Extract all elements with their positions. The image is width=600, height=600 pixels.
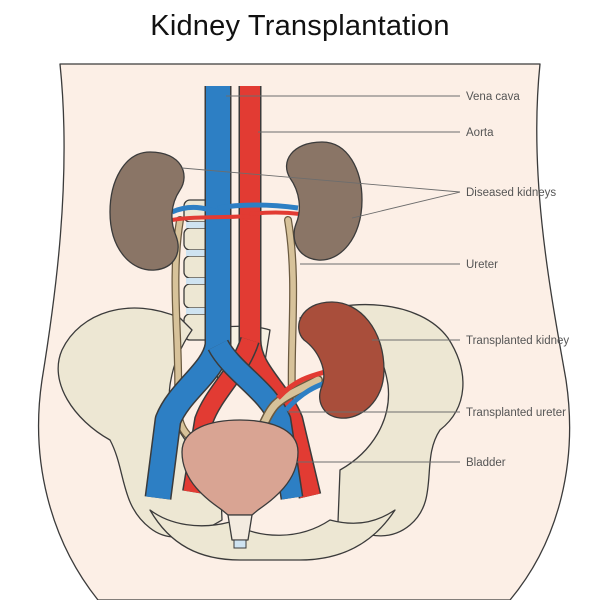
label-ureter: Ureter [466,259,498,271]
label-transplanted-kidney: Transplanted kidney [466,335,569,347]
bladder [181,419,299,549]
label-diseased-kidneys: Diseased kidneys [466,187,556,199]
right-diseased-kidney [285,141,363,261]
vena-cava [144,86,304,500]
leader-lines [181,95,461,463]
page-title: Kidney Transplantation [150,10,450,42]
label-aorta: Aorta [466,127,494,139]
transplanted-kidney [298,301,385,419]
left-diseased-kidney [109,151,185,271]
renal-vessels [170,202,301,222]
label-vena-cava: Vena cava [466,91,520,103]
label-bladder: Bladder [466,457,506,469]
label-transplanted-ureter: Transplanted ureter [466,407,566,419]
